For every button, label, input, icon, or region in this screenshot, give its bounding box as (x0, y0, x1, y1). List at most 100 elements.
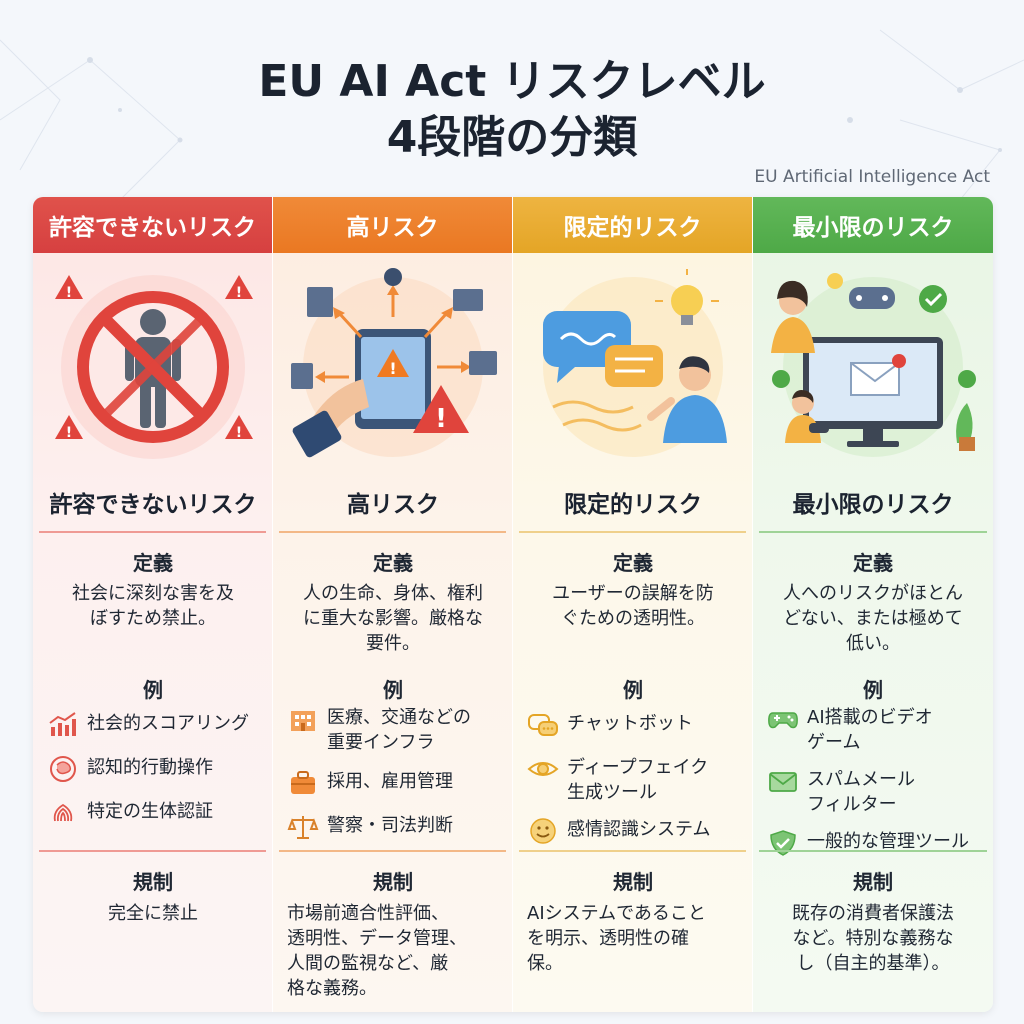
chatbot-person-illustration (543, 269, 727, 457)
example-text: ゲーム (807, 732, 861, 753)
column-header: 限定的リスク (513, 197, 752, 253)
risk-level-name: 高リスク (347, 492, 439, 518)
regulation-text: 完全に禁止 (47, 901, 259, 926)
high-risk-tablet-illustration: ! ! (291, 268, 497, 458)
list-item: 認知的行動操作 (47, 755, 269, 783)
regulation-line: 完全に禁止 (108, 903, 198, 924)
definition-line: どない、または極めて (783, 608, 963, 629)
regulation-line: 格な義務。 (287, 978, 377, 999)
smile-icon (530, 818, 556, 844)
mail-icon (769, 772, 797, 792)
definition-line: 低い。 (846, 633, 900, 654)
examples-list: チャットボット ディープフェイク 生成ツール (527, 711, 749, 861)
example-text: 重要インフラ (327, 732, 435, 753)
chart-icon (49, 712, 76, 736)
page-title: EU AI Act リスクレベル 4段階の分類 (0, 54, 1024, 166)
svg-text:!: ! (236, 285, 242, 301)
risk-level-name: 許容できないリスク (49, 492, 257, 518)
list-item: 採用、雇用管理 (287, 769, 509, 797)
regulation-text: 市場前適合性評価、 透明性、データ管理、 人間の監視など、厳 格な義務。 (287, 901, 499, 1001)
divider (39, 531, 266, 533)
chat-icon (528, 714, 558, 736)
example-text: ディープフェイク (567, 757, 709, 778)
definition-title: 定義 (613, 551, 653, 575)
definition-title: 定義 (133, 551, 173, 575)
title-line-1: EU AI Act リスクレベル (258, 56, 766, 107)
list-item: 医療、交通などの 重要インフラ (287, 705, 509, 755)
list-item: AI搭載のビデオ ゲーム (767, 705, 989, 755)
definition-text: ユーザーの誤解を防 ぐための透明性。 (527, 581, 739, 631)
example-text: 医療、交通などの (327, 707, 471, 728)
risk-level-grid: 許容できないリスク (33, 197, 993, 1012)
example-text: 生成ツール (567, 782, 657, 803)
list-item: 社会的スコアリング (47, 711, 269, 739)
example-text: 特定の生体認証 (87, 801, 213, 822)
column-header: 高リスク (273, 197, 512, 253)
shield-check-icon (770, 830, 796, 856)
regulation-line: など。特別な義務な (792, 928, 954, 949)
divider (759, 531, 987, 533)
definition-line: 社会に深刻な害を及 (72, 583, 234, 604)
example-text: 採用、雇用管理 (327, 771, 453, 792)
risk-level-name: 最小限のリスク (792, 492, 954, 518)
definition-line: 人へのリスクがほとん (783, 583, 963, 604)
column-limited-risk: 限定的リスク 限定的リスク (513, 197, 753, 1012)
regulation-text: AIシステムであること を明示、透明性の確 保。 (527, 901, 739, 976)
divider (39, 850, 266, 852)
examples-list: AI搭載のビデオ ゲーム スパムメール フィルター (767, 705, 989, 873)
list-item: 特定の生体認証 (47, 799, 269, 827)
example-text: チャットボット (567, 713, 693, 734)
svg-text:!: ! (236, 425, 242, 441)
svg-text:!: ! (66, 285, 72, 301)
regulation-text: 既存の消費者保護法 など。特別な義務な し（自主的基準）。 (767, 901, 979, 976)
regulation-title: 規制 (613, 870, 653, 894)
divider (759, 850, 987, 852)
regulation-line: を明示、透明性の確 (527, 928, 689, 949)
fingerprint-icon (53, 803, 73, 822)
building-icon (291, 711, 315, 731)
briefcase-icon (291, 771, 315, 794)
definition-title: 定義 (373, 551, 413, 575)
definition-line: 人の生命、身体、権利 (303, 583, 483, 604)
divider (279, 531, 506, 533)
page-subtitle: EU Artificial Intelligence Act (754, 167, 990, 187)
regulation-line: し（自主的基準）。 (796, 953, 950, 974)
list-item: 一般的な管理ツール (767, 829, 989, 857)
examples-title: 例 (383, 678, 403, 702)
column-high-risk: 高リスク ! ! (273, 197, 513, 1012)
regulation-line: 透明性、データ管理、 (287, 928, 467, 949)
regulation-title: 規制 (133, 870, 173, 894)
gamepad-icon (768, 712, 798, 729)
list-item: スパムメール フィルター (767, 767, 989, 817)
examples-title: 例 (143, 678, 163, 702)
divider (279, 850, 506, 852)
regulation-line: 保。 (527, 953, 563, 974)
regulation-title: 規制 (373, 870, 413, 894)
regulation-line: AIシステムであること (527, 903, 706, 924)
prohibited-person-illustration: !! !! (55, 275, 253, 459)
example-text: AI搭載のビデオ (807, 707, 933, 728)
examples-title: 例 (863, 678, 883, 702)
svg-text:!: ! (389, 359, 396, 378)
definition-line: ぼすため禁止。 (90, 608, 216, 629)
scales-icon (287, 816, 319, 839)
definition-line: に重大な影響。厳格な (303, 608, 483, 629)
list-item: 感情認識システム (527, 817, 749, 845)
title-line-2: 4段階の分類 (386, 112, 638, 163)
definition-line: 要件。 (366, 633, 420, 654)
column-header: 許容できないリスク (33, 197, 272, 253)
list-item: チャットボット (527, 711, 749, 739)
definition-text: 人へのリスクがほとん どない、または極めて 低い。 (767, 581, 979, 656)
example-text: 警察・司法判断 (327, 815, 453, 836)
definition-text: 社会に深刻な害を及 ぼすため禁止。 (47, 581, 259, 631)
example-text: 社会的スコアリング (87, 713, 249, 734)
examples-title: 例 (623, 678, 643, 702)
example-text: スパムメール (807, 769, 915, 790)
example-text: 認知的行動操作 (87, 757, 213, 778)
divider (519, 531, 746, 533)
divider (519, 850, 746, 852)
regulation-line: 人間の監視など、厳 (287, 953, 449, 974)
svg-text:!: ! (435, 404, 447, 434)
definition-title: 定義 (853, 551, 893, 575)
column-minimal-risk: 最小限のリスク (753, 197, 993, 1012)
